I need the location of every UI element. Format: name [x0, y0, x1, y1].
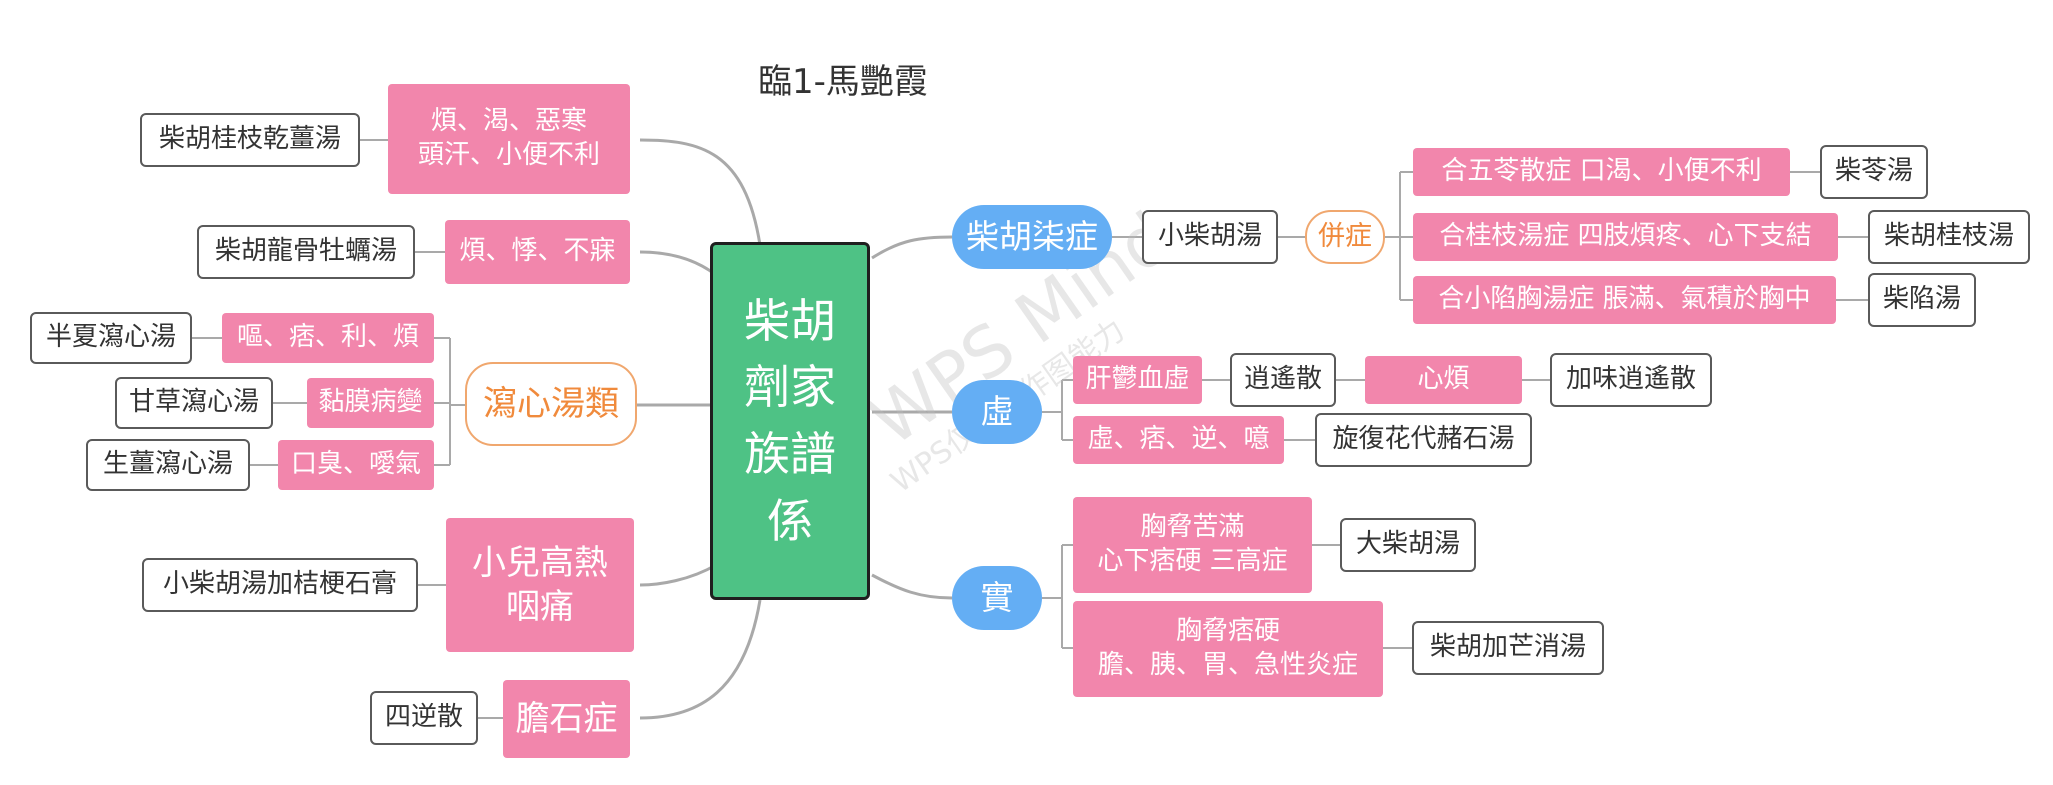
page-title: 臨1-馬艷霞 [758, 62, 928, 102]
b1-item-3[interactable]: 合小陷胸湯症 脹滿、氣積於胸中 [1413, 276, 1836, 324]
n1-line-2: 頭汗、小便不利 [417, 140, 600, 170]
root-line-1: 柴胡 [744, 293, 836, 348]
symptom-node-n5[interactable]: 膽石症 [503, 680, 630, 758]
link-n3-items [192, 337, 307, 466]
b3-item-2[interactable]: 胸脅痞硬 膽、胰、胃、急性炎症 [1073, 601, 1383, 697]
n3-formula-2[interactable]: 甘草瀉心湯 [115, 377, 273, 429]
link-root-n4 [639, 563, 717, 587]
root-line-4: 係 [767, 493, 813, 548]
symptom-node-n2[interactable]: 煩、悸、不寐 [445, 220, 630, 284]
b2-formula-1[interactable]: 逍遙散 [1230, 353, 1336, 407]
b3-item-2-line-2: 膽、胰、胃、急性炎症 [1097, 650, 1358, 680]
link-b1-items [1790, 171, 1868, 301]
b1-formula-2[interactable]: 柴胡桂枝湯 [1868, 210, 2030, 264]
b1-formula-3[interactable]: 柴陷湯 [1868, 273, 1976, 327]
root-line-2: 劑家 [744, 360, 836, 415]
n3-formula-1[interactable]: 半夏瀉心湯 [30, 312, 192, 364]
formula-node-b1[interactable]: 小柴胡湯 [1142, 210, 1278, 264]
n4-line-2: 咽痛 [506, 587, 574, 627]
link-b3-bracket [1042, 544, 1073, 649]
n4-line-1: 小兒高熱 [472, 542, 608, 583]
b1-item-2[interactable]: 合桂枝湯症 四肢煩疼、心下支結 [1413, 213, 1838, 261]
link-combo-bracket [1385, 171, 1413, 301]
b2-item-1[interactable]: 肝鬱血虛 [1073, 356, 1202, 404]
b2-formula-2[interactable]: 旋復花代赭石湯 [1315, 413, 1532, 467]
combo-node-b1[interactable]: 併症 [1305, 210, 1385, 264]
n3-formula-3[interactable]: 生薑瀉心湯 [86, 439, 250, 491]
formula-node-n2[interactable]: 柴胡龍骨牡蠣湯 [197, 225, 415, 279]
n3-item-2[interactable]: 黏膜病變 [307, 378, 434, 428]
category-node-n3[interactable]: 瀉心湯類 [465, 362, 637, 446]
b2-extra-formula[interactable]: 加味逍遙散 [1550, 353, 1712, 407]
formula-node-n1[interactable]: 柴胡桂枝乾薑湯 [140, 113, 360, 167]
symptom-node-n4[interactable]: 小兒高熱 咽痛 [446, 518, 634, 652]
link-root-n2 [639, 250, 717, 277]
b3-formula-1[interactable]: 大柴胡湯 [1340, 518, 1476, 572]
b3-item-2-line-1: 胸脅痞硬 [1175, 616, 1280, 647]
b1-formula-1[interactable]: 柴苓湯 [1820, 145, 1928, 199]
link-root-n1 [639, 138, 762, 246]
n3-item-1[interactable]: 嘔、痞、利、煩 [222, 313, 434, 363]
link-n3-bracket [434, 337, 465, 466]
link-b2-items [1202, 379, 1550, 441]
b3-item-1[interactable]: 胸脅苦滿 心下痞硬 三高症 [1073, 497, 1312, 593]
b3-formula-2[interactable]: 柴胡加芒消湯 [1412, 621, 1604, 675]
link-b2-bracket [1042, 379, 1073, 441]
n1-line-1: 煩、渴、惡寒 [430, 106, 587, 137]
branch-node-b1[interactable]: 柴胡柒症 [952, 205, 1112, 269]
branch-node-b3[interactable]: 實 [952, 566, 1042, 630]
b2-extra[interactable]: 心煩 [1365, 356, 1522, 404]
b2-item-2[interactable]: 虛、痞、逆、噫 [1073, 416, 1284, 464]
formula-node-n5[interactable]: 四逆散 [370, 691, 478, 745]
b1-item-1[interactable]: 合五苓散症 口渴、小便不利 [1413, 148, 1790, 196]
link-root-b3 [871, 573, 953, 600]
branch-node-b2[interactable]: 虛 [952, 380, 1042, 444]
b3-item-1-line-1: 胸脅苦滿 [1140, 512, 1245, 543]
root-node[interactable]: 柴胡 劑家 族譜 係 [710, 242, 870, 600]
link-b3-items [1312, 544, 1412, 649]
link-n1-formula [360, 135, 391, 141]
formula-node-n4[interactable]: 小柴胡湯加桔梗石膏 [142, 558, 418, 612]
symptom-node-n1[interactable]: 煩、渴、惡寒 頭汗、小便不利 [388, 84, 630, 194]
link-root-b1 [871, 235, 953, 260]
b3-item-1-line-2: 心下痞硬 三高症 [1097, 546, 1288, 576]
root-line-3: 族譜 [744, 427, 836, 481]
link-root-n5 [639, 599, 762, 720]
n3-item-3[interactable]: 口臭、噯氣 [278, 440, 434, 490]
